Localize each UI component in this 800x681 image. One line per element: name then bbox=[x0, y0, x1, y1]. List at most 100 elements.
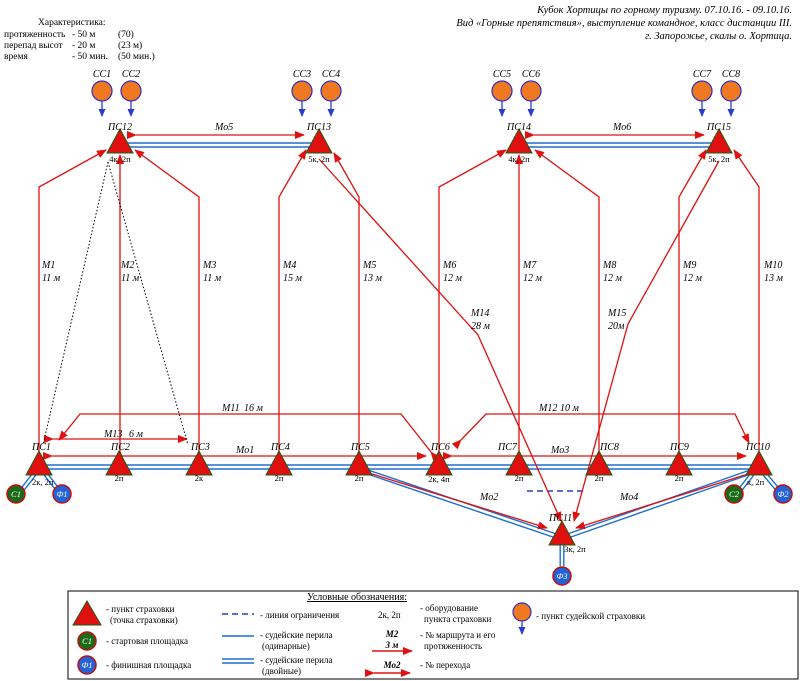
route-label-length: 12 м bbox=[603, 273, 623, 284]
belay-point-icon bbox=[665, 449, 693, 476]
belay-point-equipment: 4к, 2п bbox=[508, 154, 530, 164]
judge-point-icon bbox=[720, 80, 742, 102]
route-m10 bbox=[733, 149, 763, 460]
belay-point-label: ПС10 bbox=[745, 442, 770, 453]
belay-point-label: ПС5 bbox=[350, 442, 370, 453]
route-label-name: М8 bbox=[602, 260, 616, 271]
transition-label: Мо4 bbox=[619, 492, 638, 503]
route-label-name: М14 bbox=[470, 308, 489, 319]
legend-judge: - пункт судейской страховки bbox=[536, 611, 645, 621]
finish-site-f3-icon bbox=[552, 566, 572, 586]
legend-equip-2: пункта страховки bbox=[424, 614, 491, 624]
belay-point-label: ПС13 bbox=[306, 122, 331, 133]
judge-label: СС2 bbox=[122, 69, 140, 80]
route-label-name: М15 bbox=[607, 308, 626, 319]
route-label-name: М11 bbox=[221, 403, 240, 414]
char-name-3: время bbox=[4, 52, 28, 62]
route-label-name: М3 bbox=[202, 260, 216, 271]
belay-point-label: ПС7 bbox=[497, 442, 518, 453]
legend-start-icon-label: С1 bbox=[82, 636, 92, 646]
start-site-c2-icon bbox=[724, 484, 744, 504]
belay-point-equipment: 2п bbox=[275, 473, 284, 483]
route-label-length: 11 м bbox=[121, 273, 140, 284]
judge-label: СС7 bbox=[693, 69, 712, 80]
route-label-length: 11 м bbox=[203, 273, 222, 284]
route-label-length: 16 м bbox=[244, 403, 264, 414]
judge-label: СС6 bbox=[522, 69, 540, 80]
belay-point-label: ПС11 bbox=[548, 513, 572, 524]
header-line-1: Кубок Хортицы по горному туризму. 07.10.… bbox=[536, 5, 792, 16]
transition-label: Мо3 bbox=[550, 445, 569, 456]
judge-point-icon bbox=[520, 80, 542, 102]
belay-point-icon bbox=[106, 127, 134, 154]
legend-frame bbox=[67, 590, 799, 680]
belay-point-icon bbox=[745, 449, 773, 476]
belay-point-label: ПС4 bbox=[270, 442, 290, 453]
belay-point-icon bbox=[585, 449, 613, 476]
judge-label: СС3 bbox=[293, 69, 311, 80]
belay-point-icon bbox=[305, 127, 333, 154]
start-site-c1-label: С1 bbox=[11, 489, 21, 499]
route-label-name: М9 bbox=[682, 260, 696, 271]
legend-single-2: (одинарные) bbox=[262, 641, 310, 651]
rails-layer bbox=[20, 142, 780, 566]
route-label-length: 12 м bbox=[683, 273, 703, 284]
char-name-1: протяженность bbox=[4, 30, 66, 40]
route-label-name: М12 bbox=[538, 403, 557, 414]
judge-label: СС4 bbox=[322, 69, 340, 80]
belay-point-icon bbox=[505, 449, 533, 476]
route-label-name: М6 bbox=[442, 260, 456, 271]
transition-label: Мо6 bbox=[612, 122, 631, 133]
route-m8 bbox=[534, 149, 603, 460]
dotted-m13-left bbox=[42, 161, 109, 446]
legend-triangle-icon bbox=[72, 600, 102, 626]
route-label-name: М13 bbox=[103, 429, 122, 440]
finish-site-f1-label: Ф1 bbox=[56, 489, 67, 499]
rail-ps10-ps11-b bbox=[562, 470, 760, 541]
legend-trans: - № перехода bbox=[420, 660, 470, 670]
legend-route-sample-len: 3 м bbox=[385, 640, 399, 650]
route-label-name: М7 bbox=[522, 260, 537, 271]
judge-point-icon bbox=[120, 80, 142, 102]
legend-route-2: протяженность bbox=[424, 641, 482, 651]
legend-start: - стартовая площадка bbox=[106, 636, 188, 646]
belay-point-icon bbox=[705, 127, 733, 154]
legend-finish: - финишная площадка bbox=[106, 660, 191, 670]
belay-point-icon bbox=[265, 449, 293, 476]
route-m9 bbox=[675, 149, 707, 460]
dotted-m13-right bbox=[107, 161, 189, 446]
char-value-2: - 20 м bbox=[72, 41, 95, 51]
route-label-length: 12 м bbox=[443, 273, 463, 284]
finish-site-f2-label: Ф2 bbox=[777, 489, 789, 499]
judge-point-icon bbox=[491, 80, 513, 102]
route-m6 bbox=[435, 149, 507, 460]
legend-judge-icon bbox=[512, 602, 532, 622]
legend-title: Условные обозначения: bbox=[307, 592, 407, 603]
belay-point-equipment: 3к, 2п bbox=[564, 544, 586, 554]
belay-point-equipment: 2п bbox=[675, 473, 684, 483]
char-extra-1: (70) bbox=[118, 29, 134, 40]
legend-trans-sample: Мо2 bbox=[383, 660, 401, 670]
belay-point-equipment: 4к, 2п bbox=[109, 154, 131, 164]
legend-route-1: - № маршрута и его bbox=[420, 630, 496, 640]
belay-point-icon bbox=[548, 519, 576, 546]
judge-point-icon bbox=[691, 80, 713, 102]
route-label-name: М2 bbox=[120, 260, 134, 271]
belay-point-icon bbox=[25, 449, 53, 476]
belay-point-label: ПС12 bbox=[107, 122, 132, 133]
belay-point-label: ПС9 bbox=[669, 442, 689, 453]
char-name-2: перепад высот bbox=[4, 41, 63, 51]
route-label-name: М5 bbox=[362, 260, 376, 271]
finish-site-f3-label: Ф3 bbox=[556, 571, 567, 581]
route-label-length: 10 м bbox=[560, 403, 580, 414]
legend-double-1: - судейские перила bbox=[260, 655, 333, 665]
belay-point-label: ПС6 bbox=[430, 442, 450, 453]
belay-point-equipment: 2п bbox=[355, 473, 364, 483]
legend-finish-icon-label: Ф1 bbox=[81, 660, 92, 670]
transition-label: Мо5 bbox=[214, 122, 233, 133]
judge-label: СС1 bbox=[93, 69, 111, 80]
route-label-length: 20м bbox=[608, 321, 625, 332]
header-line-2: Вид «Горные препятствия», выступление ко… bbox=[456, 18, 792, 29]
belay-point-label: ПС1 bbox=[31, 442, 51, 453]
